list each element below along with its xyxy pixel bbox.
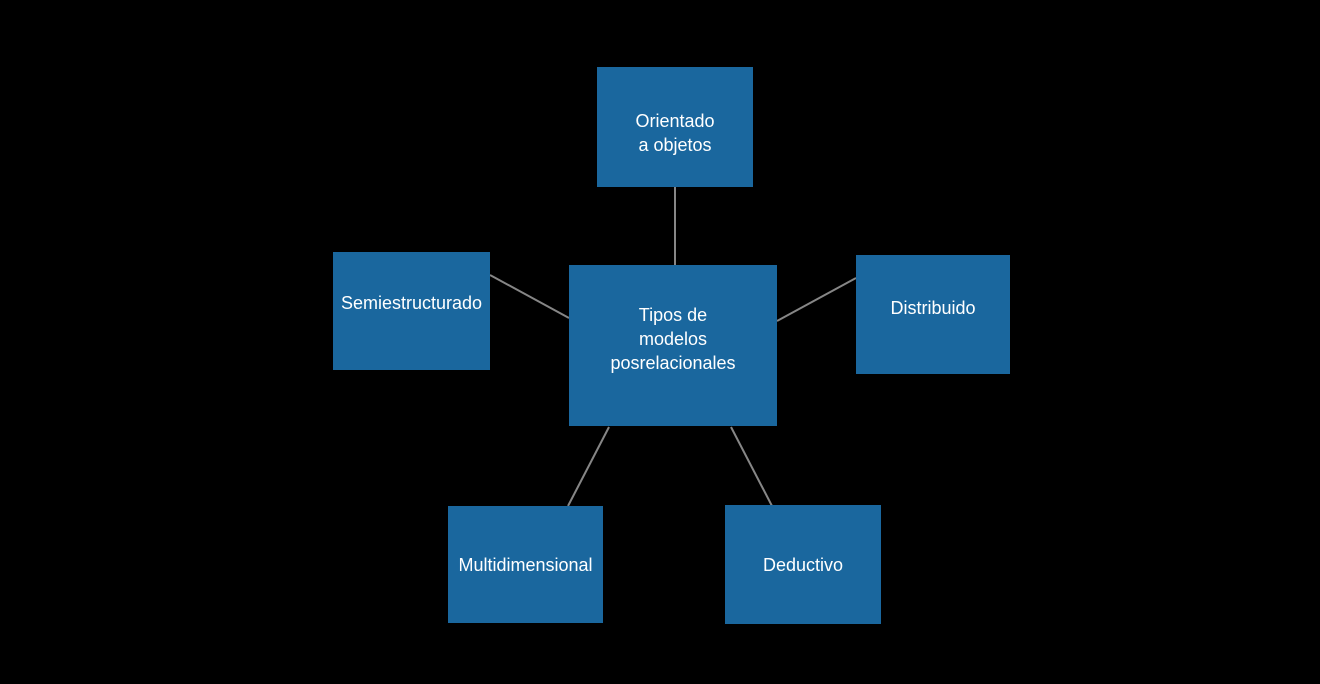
connector-center-to-distribuido (776, 277, 857, 322)
node-multidimensional: Multidimensional (448, 506, 603, 623)
node-central-tipos-de-modelos: Tipos de modelos posrelacionales (569, 265, 777, 426)
connector-center-to-deductivo (730, 426, 773, 507)
node-distribuido: Distribuido (856, 255, 1010, 374)
node-semiestructurado: Semiestructurado (333, 252, 490, 370)
node-orientado-a-objetos: Orientado a objetos (597, 67, 753, 187)
node-multidimensional-label: Multidimensional (458, 554, 593, 575)
node-semiestructurado-label: Semiestructurado (340, 293, 483, 313)
node-deductivo-label: Deductivo (762, 554, 844, 575)
node-distribuido-label: Distribuido (890, 297, 976, 318)
node-central-label: Tipos de modelos posrelacionales (610, 304, 736, 373)
connector-center-to-semiestructurado (489, 274, 570, 319)
node-orientado-label: Orientado a objetos (635, 111, 715, 155)
node-deductivo: Deductivo (725, 505, 881, 624)
connector-center-to-multidimensional (567, 426, 610, 507)
